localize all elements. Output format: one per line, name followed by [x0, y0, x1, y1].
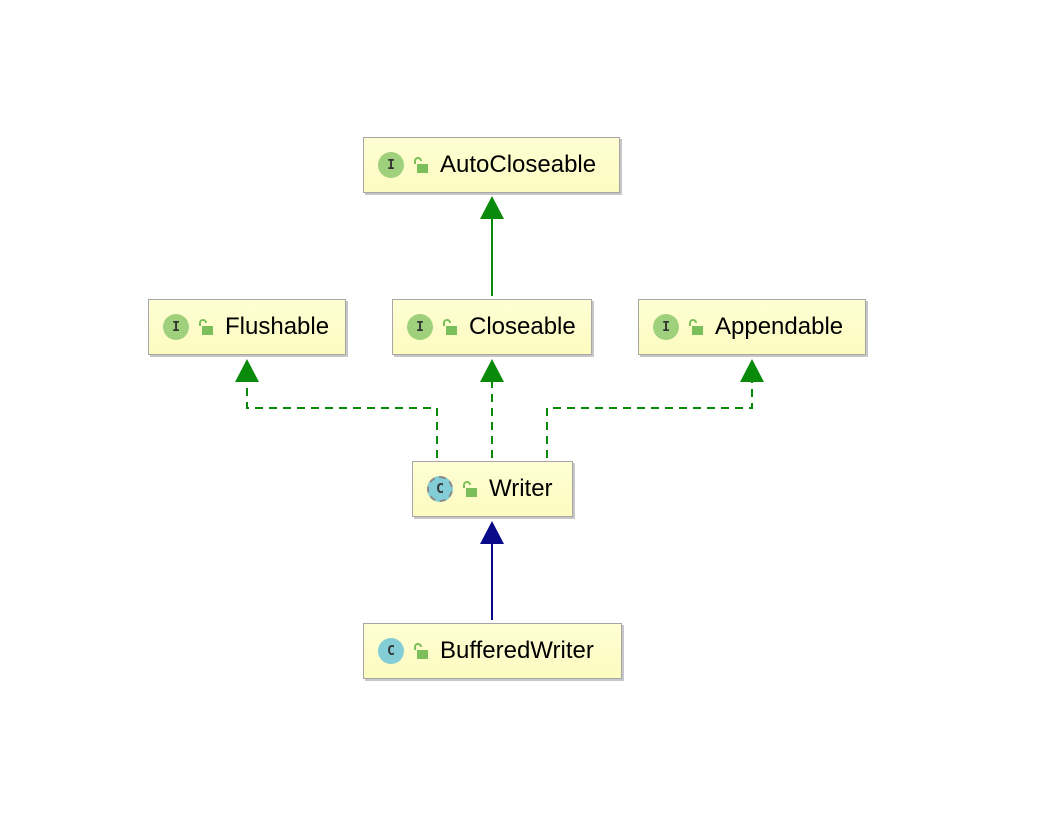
node-label: Writer — [489, 475, 553, 502]
unlocked-icon — [689, 319, 703, 335]
node-closeable[interactable]: I Closeable — [392, 299, 592, 355]
edge-closeable-autocloseable — [480, 196, 504, 296]
unlocked-icon — [463, 481, 477, 497]
abstract-class-icon: C — [427, 476, 453, 502]
unlocked-icon — [414, 643, 428, 659]
node-bufferedwriter[interactable]: C BufferedWriter — [363, 623, 622, 679]
node-appendable[interactable]: I Appendable — [638, 299, 866, 355]
edge-writer-flushable — [235, 359, 438, 458]
interface-icon: I — [378, 152, 404, 178]
node-label: Appendable — [715, 313, 844, 340]
class-icon: C — [378, 638, 404, 664]
arrowhead-icon — [480, 359, 504, 382]
node-writer[interactable]: C Writer — [412, 461, 573, 517]
arrowhead-icon — [235, 359, 259, 382]
node-label: AutoCloseable — [440, 151, 597, 178]
arrowhead-icon — [480, 196, 504, 219]
unlocked-icon — [414, 157, 428, 173]
unlocked-icon — [443, 319, 457, 335]
node-label: BufferedWriter — [440, 637, 594, 664]
interface-icon: I — [163, 314, 189, 340]
edge-writer-appendable — [546, 359, 764, 458]
node-flushable[interactable]: I Flushable — [148, 299, 346, 355]
interface-icon: I — [653, 314, 679, 340]
unlocked-icon — [199, 319, 213, 335]
arrowhead-icon — [480, 521, 504, 544]
node-label: Closeable — [469, 313, 576, 340]
edge-writer-closeable — [480, 359, 504, 458]
node-autocloseable[interactable]: I AutoCloseable — [363, 137, 620, 193]
arrowhead-icon — [740, 359, 764, 382]
node-label: Flushable — [225, 313, 330, 340]
interface-icon: I — [407, 314, 433, 340]
edge-bufferedwriter-writer — [480, 521, 504, 620]
